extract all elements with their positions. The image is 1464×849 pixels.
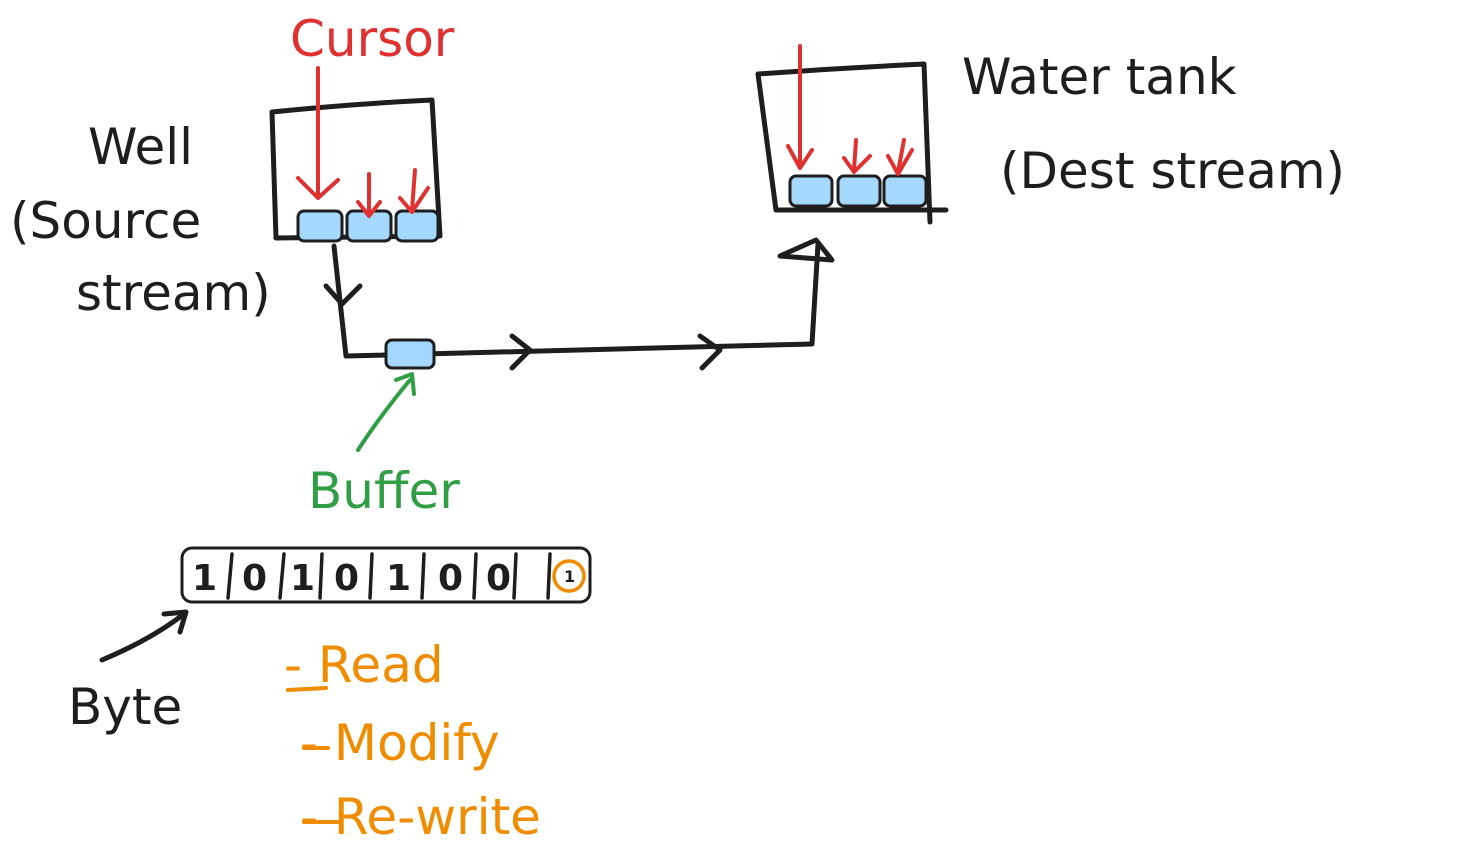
byte-box bbox=[180, 546, 592, 604]
dest-stream-label: (Dest stream) bbox=[1000, 142, 1345, 200]
bit-2: 0 bbox=[242, 558, 267, 599]
tank-cursor-arrows bbox=[786, 44, 914, 176]
buffer-chunk bbox=[384, 338, 436, 370]
cursor-label: Cursor bbox=[290, 10, 455, 68]
op-rewrite: - Re-write bbox=[300, 788, 541, 846]
buffer-label: Buffer bbox=[308, 462, 460, 520]
highlight-bit-circle bbox=[552, 559, 586, 593]
bit-4: 0 bbox=[334, 558, 359, 599]
tank-chunk-3 bbox=[882, 174, 928, 208]
byte-pointer-arrow bbox=[99, 609, 189, 663]
well-container bbox=[269, 97, 443, 243]
source-stream-label-2: stream) bbox=[76, 264, 271, 322]
bit-5: 1 bbox=[386, 558, 411, 599]
bit-3: 1 bbox=[290, 558, 315, 599]
tank-chunk-2 bbox=[836, 174, 882, 208]
water-tank-label: Water tank bbox=[962, 48, 1237, 106]
bit-1: 1 bbox=[192, 558, 217, 599]
op-modify: - Modify bbox=[300, 714, 500, 772]
well-label: Well bbox=[88, 118, 193, 176]
tank-chunk-1 bbox=[788, 174, 834, 208]
bit-6: 0 bbox=[438, 558, 463, 599]
pipe-flow bbox=[323, 237, 835, 371]
bit-7: 0 bbox=[486, 558, 511, 599]
water-tank-container bbox=[755, 61, 949, 225]
well-chunk-1 bbox=[296, 209, 344, 243]
well-chunk-3 bbox=[394, 209, 440, 243]
bit-8: 1 bbox=[564, 567, 575, 586]
well-cursor-arrows bbox=[296, 66, 430, 218]
byte-row: 1 0 1 0 1 0 0 1 bbox=[180, 546, 592, 604]
buffer-pointer-arrow bbox=[356, 372, 416, 452]
op-read: - Read bbox=[284, 636, 444, 694]
operation-dashes bbox=[286, 686, 340, 824]
byte-label: Byte bbox=[68, 678, 182, 736]
source-stream-label: (Source bbox=[10, 192, 201, 250]
